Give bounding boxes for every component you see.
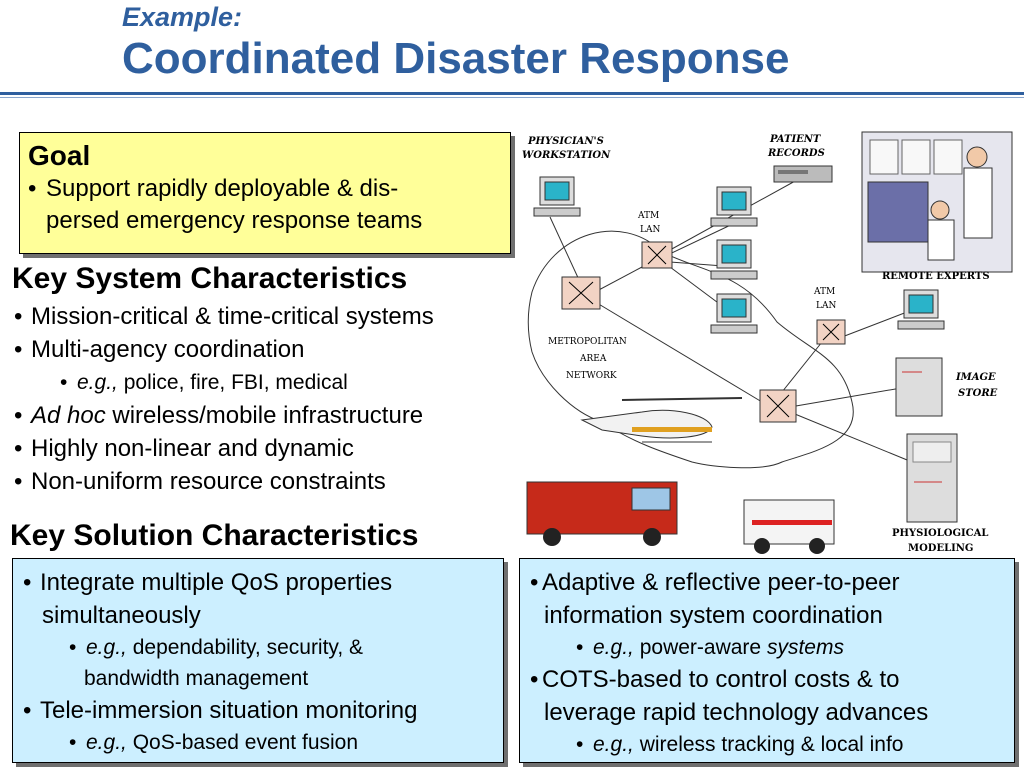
workstation-icon [710, 186, 758, 227]
metro-label-3: NETWORK [566, 371, 617, 381]
system-heading: Key System Characteristics [12, 262, 408, 295]
atm-lan-label-1b: LAN [640, 225, 660, 235]
patient-records-label-1: PATIENT [769, 134, 822, 145]
solution-subitem: •e.g., power-aware systems [576, 636, 844, 659]
solution-item: •Integrate multiple QoS properties [23, 569, 393, 596]
physician-workstation-label-2: WORKSTATION [522, 150, 611, 161]
system-item: •Ad hoc wireless/mobile infrastructure [14, 402, 424, 429]
workstation-icon [533, 176, 581, 217]
title-rule-thin [0, 97, 1024, 98]
solution-right-box: •Adaptive & reflective peer-to-peer info… [519, 558, 1015, 763]
title-area: Example: Coordinated Disaster Response [122, 2, 790, 84]
physio-label-2: MODELING [908, 543, 973, 554]
network-diagram: PHYSICIAN'S WORKSTATION PATIENT RECORDS … [522, 131, 1013, 554]
physio-label-1: PHYSIOLOGICAL [892, 528, 988, 539]
ambulance-icon [743, 499, 835, 554]
metro-label-1: METROPOLITAN [548, 337, 627, 347]
metro-label-2: AREA [579, 354, 607, 364]
system-list: •Mission-critical & time-critical system… [14, 300, 434, 498]
atm-lan-label-2b: LAN [816, 301, 836, 311]
slide-subtitle: Example: [122, 2, 243, 32]
fire-truck-icon [526, 481, 678, 546]
bullet: • [28, 175, 37, 202]
system-item: •Highly non-linear and dynamic [14, 435, 354, 462]
slide-title: Coordinated Disaster Response [122, 34, 790, 83]
solution-left-box: •Integrate multiple QoS properties simul… [12, 558, 504, 763]
workstation-icon [897, 289, 945, 330]
goal-text: • Support rapidly deployable & dis- perse… [20, 173, 510, 237]
solution-subitem: •e.g., dependability, security, & [69, 636, 364, 659]
remote-experts-label: REMOTE EXPERTS [882, 271, 990, 282]
atm-switch-2 [816, 319, 846, 345]
goal-heading: Goal [28, 140, 91, 171]
atm-switch-3 [759, 389, 797, 423]
system-subitem: •e.g., police, fire, FBI, medical [60, 371, 348, 394]
workstation-icon [710, 293, 758, 334]
image-store-label-1: IMAGE [955, 372, 996, 383]
goal-box: Goal • Support rapidly deployable & dis- … [19, 132, 511, 254]
remote-experts-icon [861, 131, 1013, 273]
atm-lan-label-1: ATM [637, 211, 659, 221]
title-rule [0, 92, 1024, 95]
patient-records-icon [773, 165, 833, 183]
solution-item-cont: simultaneously [42, 602, 201, 629]
image-store-label-2: STORE [958, 388, 998, 399]
goal-line-1: Support rapidly deployable & dis- [46, 175, 399, 202]
solution-subitem: •e.g., wireless tracking & local info [576, 733, 904, 756]
helicopter-icon [580, 397, 743, 443]
physician-workstation-label-1: PHYSICIAN'S [527, 136, 604, 147]
atm-switch-1 [641, 241, 673, 269]
solution-heading: Key Solution Characteristics [10, 519, 419, 552]
solution-subitem: •e.g., QoS-based event fusion [69, 731, 359, 754]
workstation-icon [710, 239, 758, 280]
atm-switch-metro [561, 276, 601, 310]
patient-records-label-2: RECORDS [767, 148, 825, 159]
solution-item: •Tele-immersion situation monitoring [23, 697, 418, 724]
system-item: •Mission-critical & time-critical system… [14, 303, 434, 330]
system-item: •Non-uniform resource constraints [14, 468, 386, 495]
goal-line-2: persed emergency response teams [46, 207, 423, 234]
solution-subitem-cont: bandwidth management [84, 667, 309, 690]
solution-item: •Adaptive & reflective peer-to-peer [530, 569, 900, 596]
system-item: •Multi-agency coordination [14, 336, 305, 363]
solution-item-cont: information system coordination [544, 602, 883, 629]
image-store-icon [895, 357, 943, 417]
solution-item: •COTS-based to control costs & to [530, 666, 900, 693]
physiological-modeling-icon [906, 433, 958, 523]
solution-item-cont: leverage rapid technology advances [544, 699, 929, 726]
atm-lan-label-2: ATM [813, 287, 835, 297]
